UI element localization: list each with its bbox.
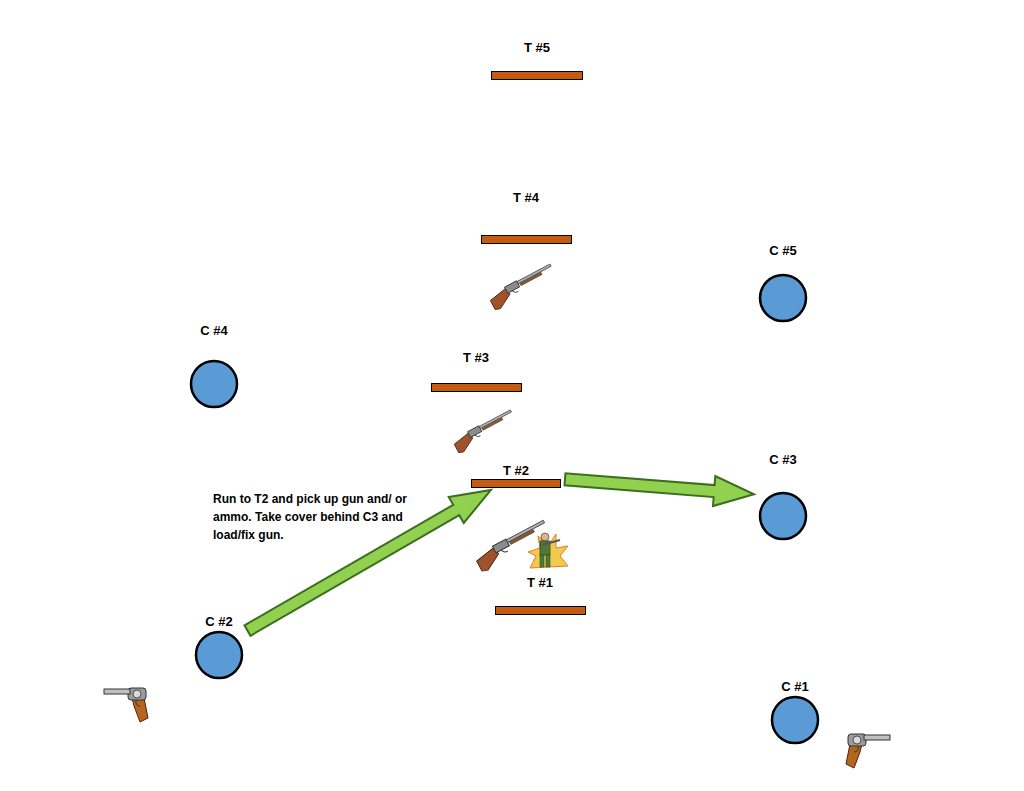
cover-label: C #4 — [200, 323, 227, 338]
cover-label: C #3 — [769, 452, 796, 467]
cover-circle-outline — [191, 361, 237, 407]
target-bar — [431, 383, 522, 392]
target-label: T #5 — [524, 40, 550, 55]
move-arrow — [565, 473, 754, 506]
target-bar — [471, 479, 561, 488]
target-label: T #4 — [513, 190, 539, 205]
shotgun-icon — [488, 263, 558, 311]
cover-node: C #4 — [189, 323, 239, 409]
target-node: T #3 — [431, 350, 522, 392]
cover-circle-outline — [760, 275, 806, 321]
target-node: T #1 — [495, 575, 586, 615]
cover-circle — [758, 273, 808, 323]
shotgun-icon — [474, 519, 552, 572]
cover-circle-outline — [196, 632, 242, 678]
target-label: T #2 — [503, 463, 529, 478]
cover-node: C #3 — [758, 452, 808, 541]
cover-label: C #5 — [769, 243, 796, 258]
target-node: T #4 — [481, 190, 572, 244]
soldier-figure — [528, 533, 568, 568]
target-label: T #3 — [463, 350, 489, 365]
target-bar — [495, 606, 586, 615]
cover-node: C #5 — [758, 243, 808, 323]
cover-circle — [194, 630, 244, 680]
revolver-icon — [104, 688, 148, 722]
cover-label: C #2 — [205, 614, 232, 629]
cover-circle — [758, 491, 808, 541]
revolver-icon — [846, 734, 890, 768]
cover-circle-outline — [772, 697, 818, 743]
cover-node: C #1 — [770, 679, 820, 745]
cover-circle — [189, 359, 239, 409]
target-node: T #2 — [471, 463, 561, 488]
target-node: T #5 — [491, 40, 583, 80]
cover-label: C #1 — [781, 679, 808, 694]
target-label: T #1 — [527, 575, 553, 590]
target-bar — [491, 71, 583, 80]
cover-circle-outline — [760, 493, 806, 539]
instruction-note: Run to T2 and pick up gun and/ or ammo. … — [213, 490, 413, 544]
cover-node: C #2 — [194, 614, 244, 680]
shotgun-icon — [452, 409, 517, 454]
target-bar — [481, 235, 572, 244]
cover-circle — [770, 695, 820, 745]
